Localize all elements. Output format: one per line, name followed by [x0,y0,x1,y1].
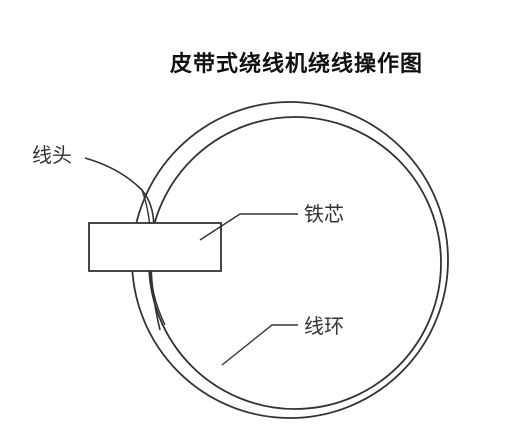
wire-loop-leader-line [221,324,298,366]
wire-loop-label: 线环 [304,314,344,338]
iron-core-block [88,222,222,272]
iron-core-leader-line [199,213,298,241]
diagram-title: 皮带式绕线机绕线操作图 [170,51,424,77]
iron-core-label: 铁芯 [304,202,344,226]
wire-end-label: 线头 [32,143,72,167]
